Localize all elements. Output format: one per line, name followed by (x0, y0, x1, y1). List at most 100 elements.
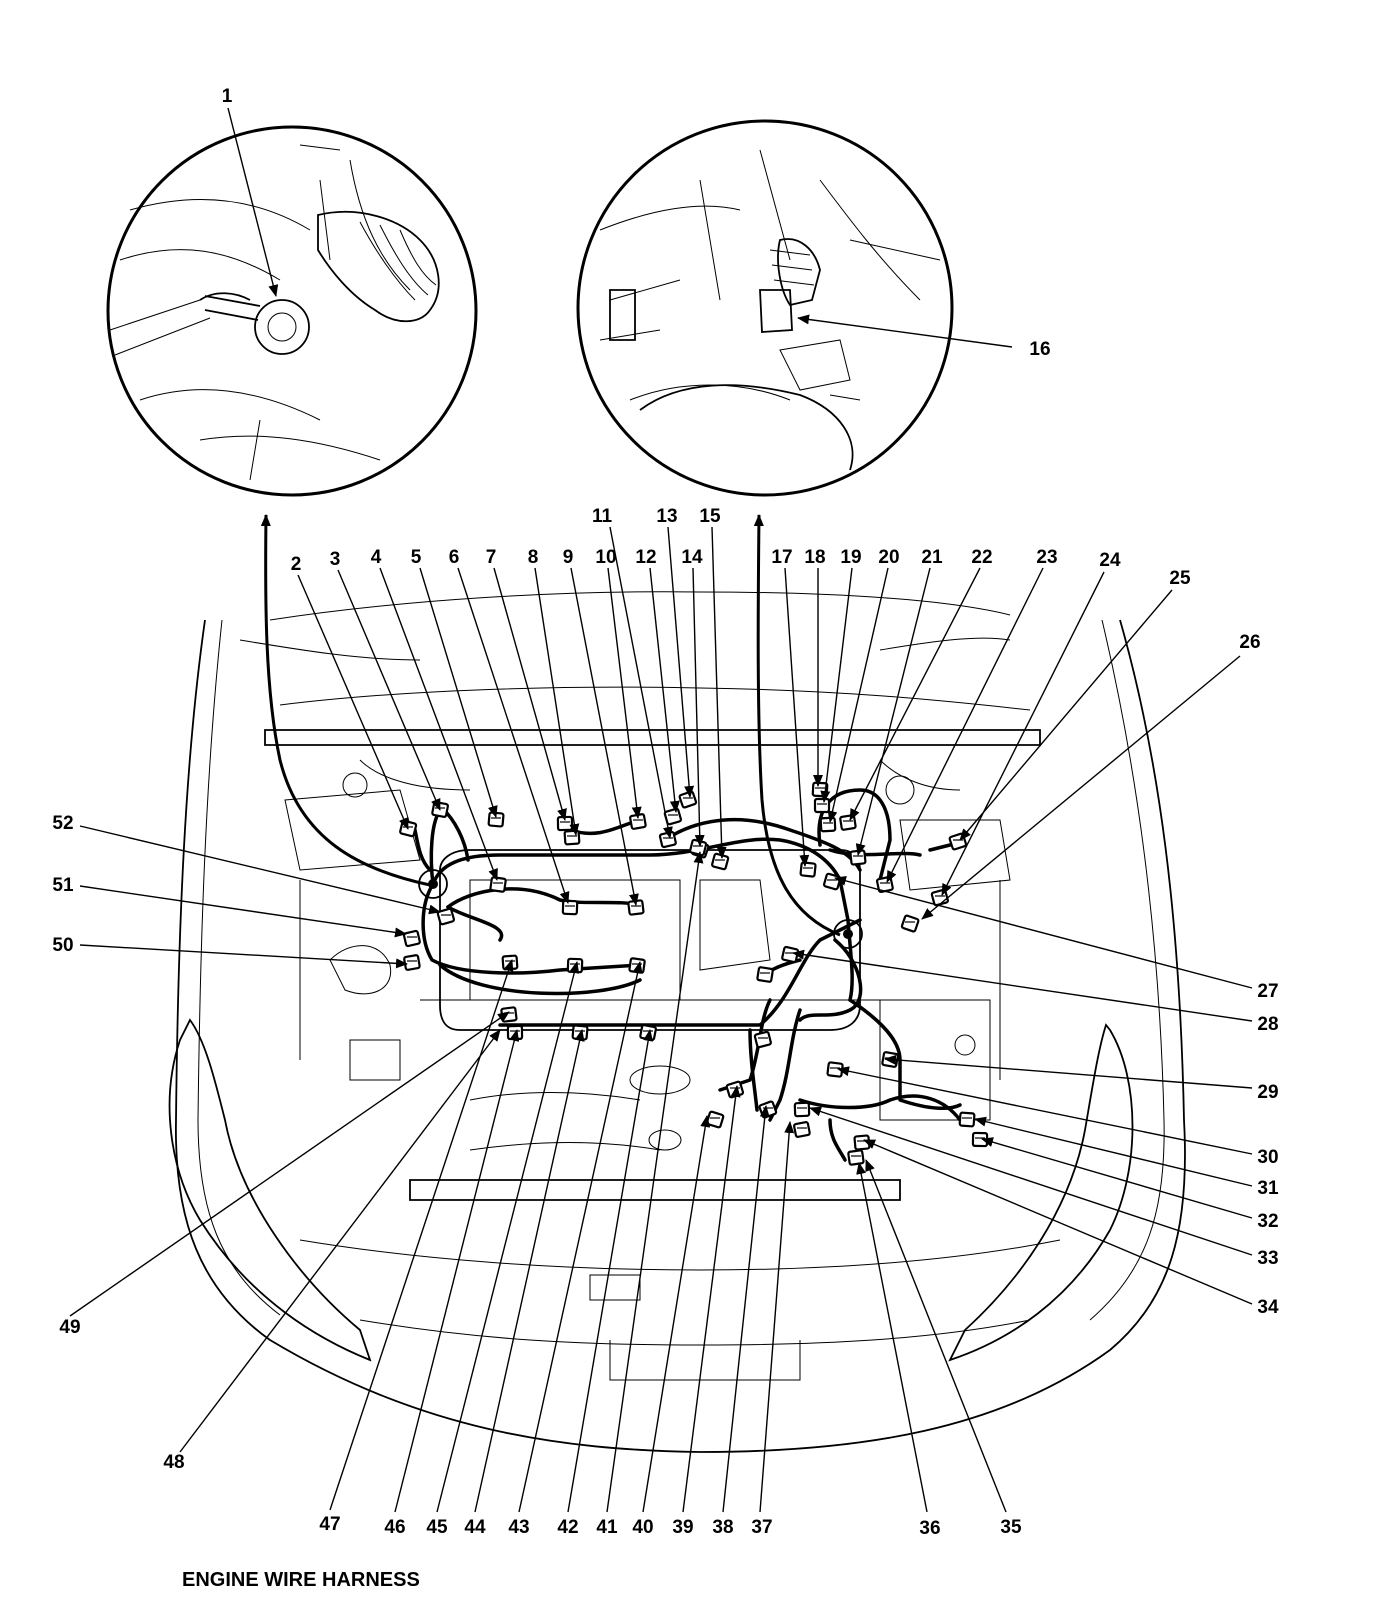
connector-32 (958, 1111, 976, 1128)
callout-52: 52 (52, 813, 73, 834)
callout-8: 8 (528, 547, 539, 568)
connector-52 (436, 907, 456, 926)
connector-15 (711, 852, 730, 871)
callout-29: 29 (1257, 1082, 1278, 1103)
leader-line (809, 1106, 1253, 1256)
leader-line (784, 567, 810, 867)
leader-line (792, 949, 1253, 1022)
callout-43: 43 (508, 1517, 529, 1538)
callout-10: 10 (595, 547, 616, 568)
connector-20 (813, 797, 831, 814)
leader-line (722, 1105, 770, 1513)
detail-arrows (260, 514, 841, 937)
harness-wires (413, 788, 962, 1162)
callout-38: 38 (712, 1517, 733, 1538)
leader-line (820, 567, 853, 803)
leader-line (474, 1029, 585, 1513)
callout-40: 40 (632, 1517, 653, 1538)
callout-6: 6 (449, 547, 460, 568)
leader-line (534, 567, 580, 836)
leader-line (884, 1054, 1253, 1089)
callout-37: 37 (751, 1517, 772, 1538)
callout-45: 45 (426, 1517, 448, 1538)
leader-line (457, 567, 570, 904)
callout-17: 17 (771, 547, 792, 568)
callout-7: 7 (486, 547, 497, 568)
leader-line (493, 567, 567, 821)
leader-line (297, 574, 409, 830)
leader-line (886, 567, 1044, 883)
leader-line (609, 526, 673, 839)
callout-15: 15 (699, 506, 721, 527)
callout-31: 31 (1257, 1178, 1279, 1199)
leader-line (394, 1029, 520, 1513)
connector-37 (793, 1121, 811, 1138)
leader-line (69, 1011, 510, 1317)
leader-lines (69, 526, 1253, 1513)
engine-block (439, 849, 861, 1031)
leader-line (607, 567, 642, 819)
callout-4: 4 (371, 547, 382, 568)
callout-21: 21 (921, 547, 943, 568)
connector-28 (822, 872, 842, 891)
leader-line (834, 875, 1253, 989)
connector-8 (563, 829, 581, 846)
leader-line (837, 1066, 1253, 1155)
leader-line (329, 959, 514, 1511)
leader-line (865, 1159, 1007, 1513)
callout-46: 46 (384, 1517, 405, 1538)
callout-23: 23 (1036, 547, 1057, 568)
vehicle-outline (168, 591, 1186, 1453)
leader-line (79, 885, 407, 938)
callout-50: 50 (52, 935, 73, 956)
leader-line (941, 571, 1105, 896)
leader-line (179, 1029, 501, 1453)
connector-42 (689, 838, 708, 857)
callout-24: 24 (1099, 550, 1121, 571)
callout-3: 3 (330, 549, 341, 570)
callout-47: 47 (319, 1514, 340, 1535)
callout-2: 2 (291, 554, 302, 575)
connector-51 (402, 929, 421, 948)
leader-line (518, 961, 643, 1513)
leader-line (974, 1116, 1253, 1187)
callout-27: 27 (1257, 981, 1278, 1002)
callout-36: 36 (919, 1518, 940, 1539)
callout-39: 39 (672, 1517, 693, 1538)
connector-18 (799, 861, 817, 878)
callout-51: 51 (52, 875, 74, 896)
callout-34: 34 (1257, 1297, 1279, 1318)
connector-44 (628, 957, 646, 974)
leader-line (79, 825, 441, 915)
leader-line (570, 567, 639, 906)
connector-4 (489, 876, 507, 893)
connector-17 (756, 966, 774, 983)
connector-36 (847, 1149, 865, 1166)
connector-29 (781, 945, 800, 964)
callout-44: 44 (464, 1517, 486, 1538)
connector-34 (793, 1101, 811, 1118)
connector-41 (705, 1110, 725, 1129)
leader-line (379, 567, 498, 881)
leader-line (682, 1085, 741, 1513)
callout-25: 25 (1169, 568, 1191, 589)
callout-19: 19 (840, 547, 861, 568)
callout-42: 42 (557, 1517, 578, 1538)
leader-line (855, 567, 931, 856)
leader-line (863, 1139, 1253, 1305)
connector-5 (487, 811, 505, 828)
leader-line (759, 1121, 795, 1513)
callout-1: 1 (222, 86, 233, 107)
callout-35: 35 (1000, 1517, 1022, 1538)
leader-line (649, 567, 680, 813)
leader-line (711, 526, 727, 859)
leader-line (667, 526, 695, 798)
callout-48: 48 (163, 1452, 184, 1473)
connector-6 (561, 899, 579, 916)
callout-30: 30 (1257, 1147, 1278, 1168)
leader-line (642, 1115, 711, 1513)
connector-38 (753, 1030, 772, 1049)
callout-33: 33 (1257, 1248, 1278, 1269)
connector-35 (853, 1134, 871, 1151)
